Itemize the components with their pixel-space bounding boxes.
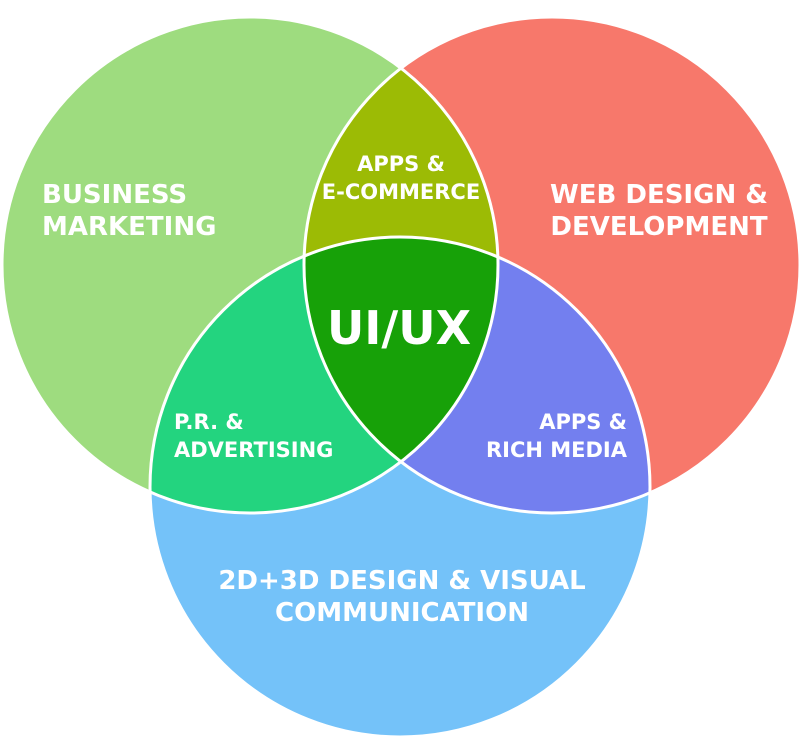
label-visual-line1: 2D+3D DESIGN & VISUAL (218, 566, 585, 596)
label-web-visual-line1: APPS & (539, 410, 627, 434)
label-web-line2: DEVELOPMENT (550, 212, 767, 242)
label-business-visual-line2: ADVERTISING (174, 438, 333, 462)
label-business-visual-line1: P.R. & (174, 410, 244, 434)
label-web-line1: WEB DESIGN & (550, 180, 768, 210)
outline-business (0, 15, 500, 515)
label-business-line2: MARKETING (42, 212, 216, 242)
label-business-web-line1: APPS & (357, 152, 445, 176)
outline-web (302, 15, 800, 515)
outline-visual (148, 235, 652, 739)
label-business-web-line2: E-COMMERCE (322, 180, 480, 204)
label-business-line1: BUSINESS (42, 180, 187, 210)
label-center: UI/UX (327, 301, 471, 355)
label-web-visual-line2: RICH MEDIA (486, 438, 628, 462)
label-visual-line2: COMMUNICATION (275, 598, 529, 628)
